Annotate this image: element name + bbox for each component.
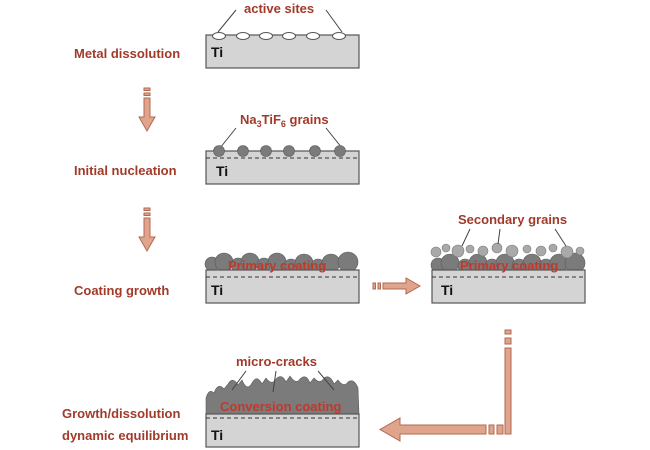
leader-line [554,228,567,247]
down-arrow-icon [138,207,156,253]
leader-line [219,127,237,149]
callout-active-sites: active sites [244,1,314,16]
leader-line [497,228,501,245]
micro-crack-leader [317,370,335,391]
right-arrow-icon [372,277,422,295]
leader-line [461,228,471,247]
substrate-label: Ti [216,163,228,179]
substrate-label: Ti [211,427,223,443]
conversion-coating-layer [205,375,360,415]
stage-label-initial-nucleation: Initial nucleation [74,163,177,178]
substrate-label: Ti [441,282,453,298]
return-arrow-icon [378,329,512,442]
ti-substrate [205,34,360,69]
ti-substrate [205,150,360,185]
callout-micro-cracks: micro-cracks [236,354,317,369]
stage-label-dynamic-equilibrium: dynamic equilibrium [62,428,188,443]
ti-substrate [431,269,586,304]
ti-substrate [205,269,360,304]
stage-label-metal-dissolution: Metal dissolution [74,46,180,61]
leader-line [325,9,343,33]
leader-line [325,127,343,149]
substrate-label: Ti [211,44,223,60]
micro-crack-leader [272,370,277,393]
stage-label-growth-dissolution: Growth/dissolution [62,406,180,421]
substrate-label: Ti [211,282,223,298]
leader-line [217,9,237,33]
conversion-coating-label: Conversion coating [220,399,341,414]
down-arrow-icon [138,87,156,133]
callout-secondary-grains: Secondary grains [458,212,567,227]
active-site-pits [212,32,346,40]
stage-label-coating-growth: Coating growth [74,283,169,298]
secondary-grains [430,242,585,259]
callout-na3tif6-grains: Na3TiF6 grains [240,112,329,129]
micro-crack-leader [231,370,247,391]
ti-substrate [205,413,360,448]
nucleation-grains [213,145,346,157]
primary-coating-label: Primary coating [228,258,326,273]
primary-coating-label: Primary coating [460,258,558,273]
